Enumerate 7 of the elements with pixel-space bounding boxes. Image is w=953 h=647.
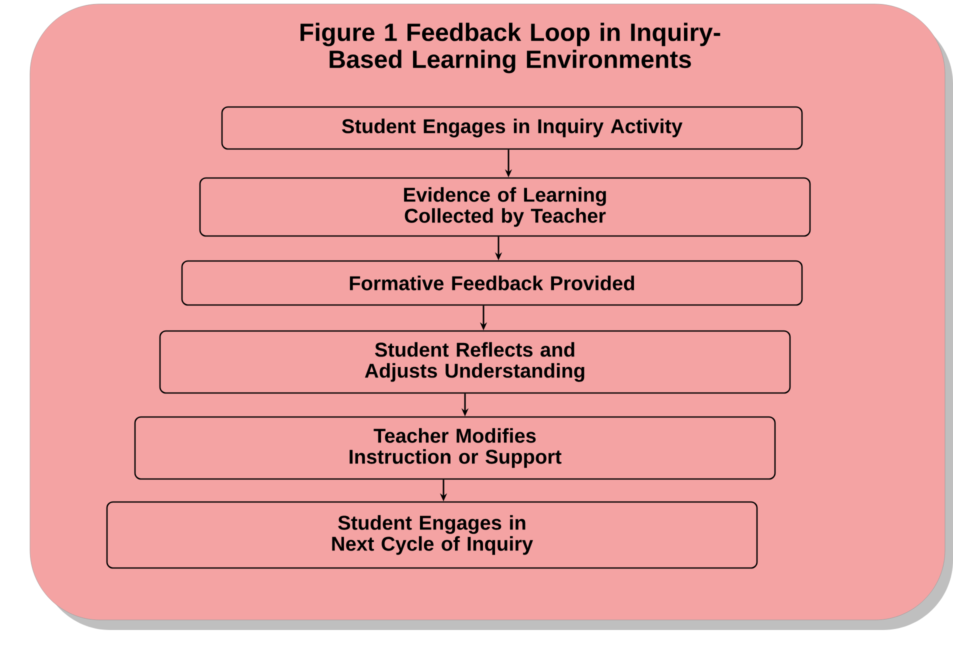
process-box: Teacher Modifies Instruction or Support (134, 416, 776, 480)
process-box: Student Engages in Inquiry Activity (221, 106, 803, 150)
process-box: Student Engages in Next Cycle of Inquiry (106, 501, 758, 569)
process-box: Evidence of Learning Collected by Teacher (199, 177, 811, 237)
title: Figure 1 Feedback Loop in Inquiry-Based Learning Environments (300, 22, 720, 74)
process-box: Formative Feedback Provided (181, 260, 803, 306)
process-box: Student Reflects and Adjusts Understanding (159, 330, 791, 394)
